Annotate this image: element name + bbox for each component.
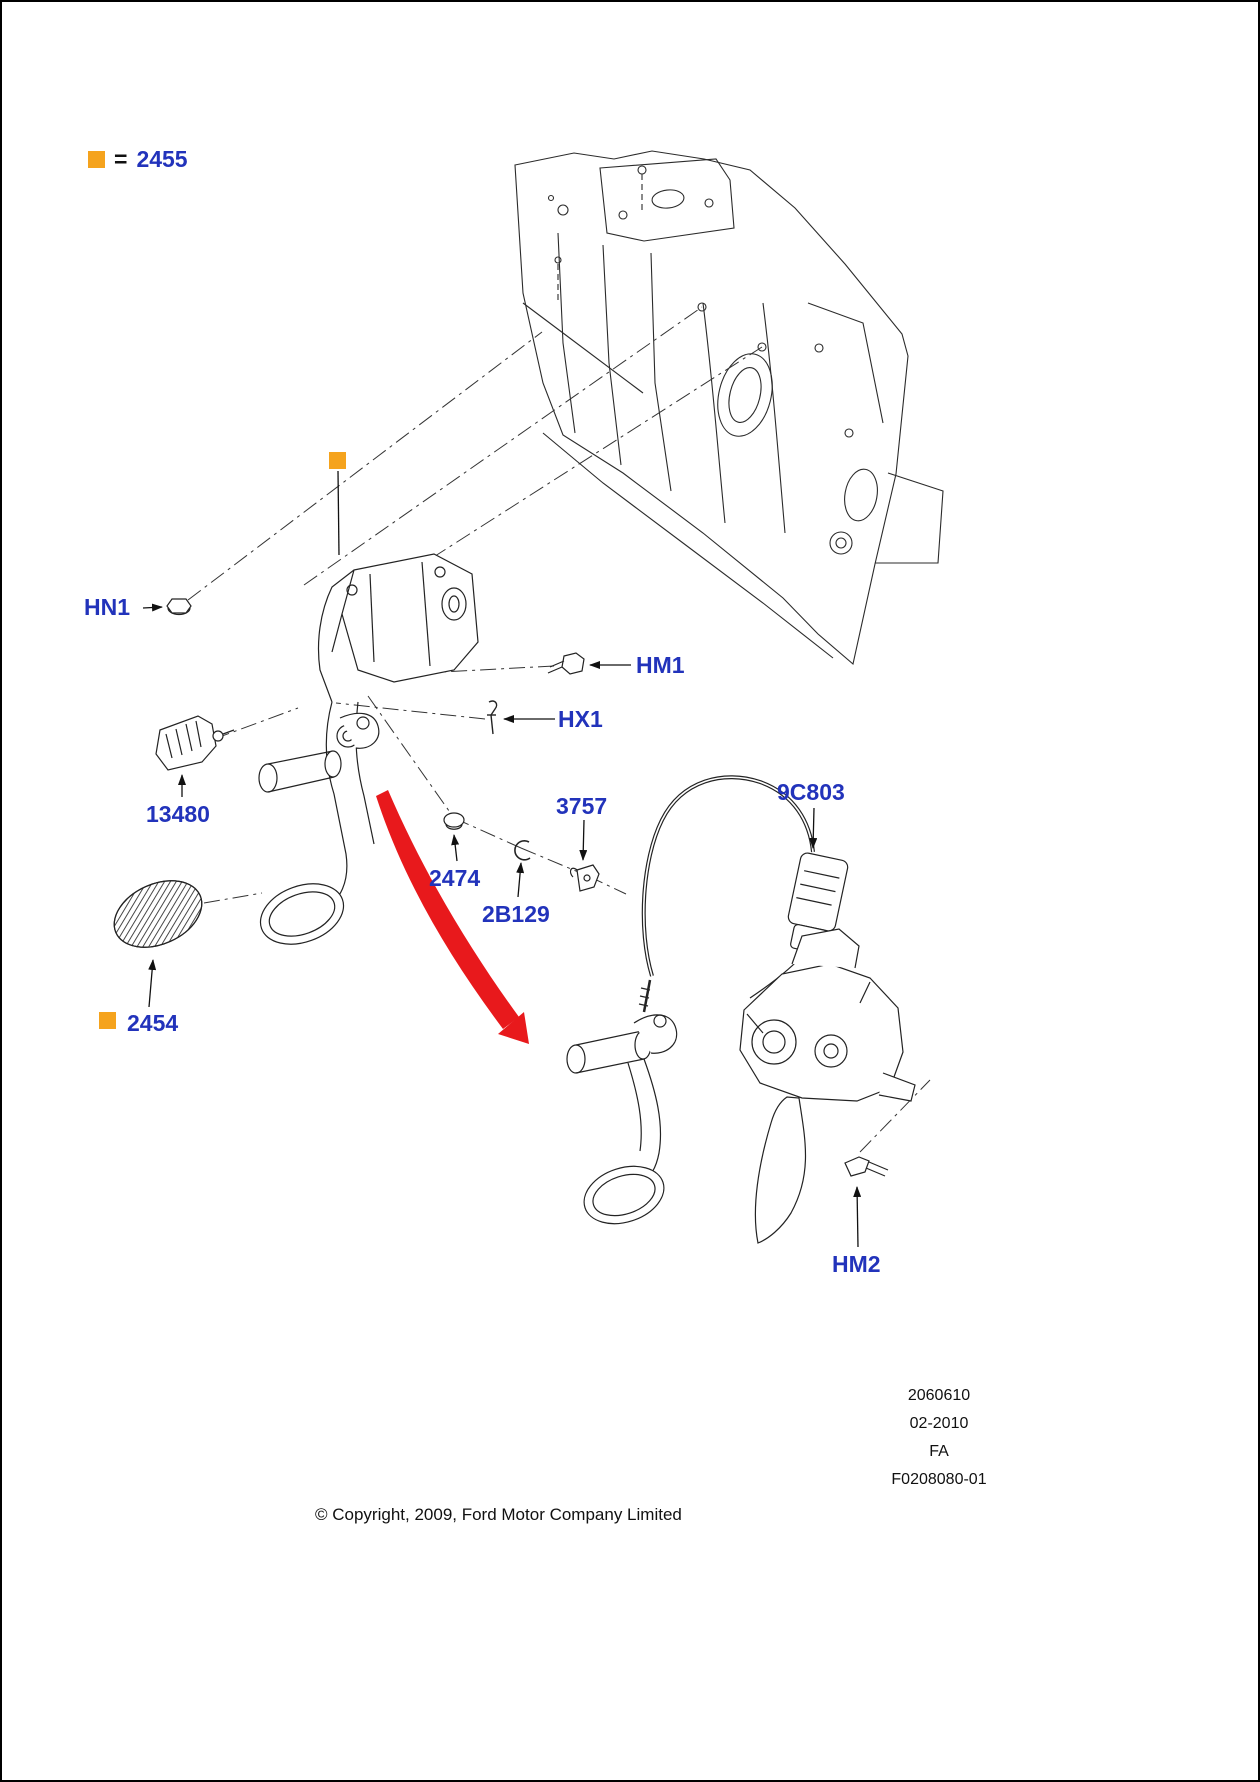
pad-color-marker — [99, 1012, 116, 1029]
part-label-3757[interactable]: 3757 — [556, 793, 608, 819]
red-arrow — [376, 790, 529, 1044]
part-label-hm1[interactable]: HM1 — [636, 652, 685, 678]
part-label-2b129[interactable]: 2B129 — [482, 901, 550, 927]
copyright-line: © Copyright, 2009, Ford Motor Company Li… — [315, 1505, 682, 1524]
legend-part-number[interactable]: 2455 — [136, 146, 188, 172]
hm2-bolt-drawing — [844, 1156, 889, 1177]
switch-13480-drawing — [155, 715, 235, 771]
assembled-view-drawing — [566, 928, 916, 1244]
hm1-bolt-drawing — [547, 652, 585, 675]
part-label-2454[interactable]: 2454 — [127, 1010, 179, 1036]
part-label-2474[interactable]: 2474 — [429, 865, 481, 891]
bushing-2474-drawing — [443, 812, 465, 830]
footer-date: 02-2010 — [909, 1415, 969, 1432]
part-label-9c803[interactable]: 9C803 — [777, 779, 845, 805]
pedal-pad-2454-drawing — [113, 880, 203, 948]
legend-color-swatch — [88, 151, 105, 168]
snap-ring-2b129-drawing — [514, 840, 531, 861]
part-label-hn1[interactable]: HN1 — [84, 594, 131, 620]
clip-3757-drawing — [569, 864, 600, 892]
leader-lines — [142, 470, 862, 1248]
part-label-hm2[interactable]: HM2 — [832, 1251, 881, 1277]
hx1-pin-drawing — [487, 700, 498, 735]
legend: = 2455 — [88, 146, 188, 173]
firewall-panel-drawing — [514, 150, 944, 666]
footer-info: 2060610 02-2010 FA F0208080-01 — [854, 1382, 1024, 1494]
footer-figure-number: F0208080-01 — [891, 1471, 987, 1488]
part-label-hx1[interactable]: HX1 — [558, 706, 603, 732]
footer-doc-number: 2060610 — [907, 1387, 971, 1404]
hn1-nut-drawing — [166, 598, 192, 616]
bracket-color-marker — [329, 452, 346, 469]
legend-equals: = — [114, 146, 128, 172]
cable-9c803-drawing — [638, 775, 849, 1013]
part-label-13480[interactable]: 13480 — [146, 801, 210, 827]
pedal-bracket-drawing — [258, 553, 479, 945]
footer-market-code: FA — [929, 1443, 949, 1460]
